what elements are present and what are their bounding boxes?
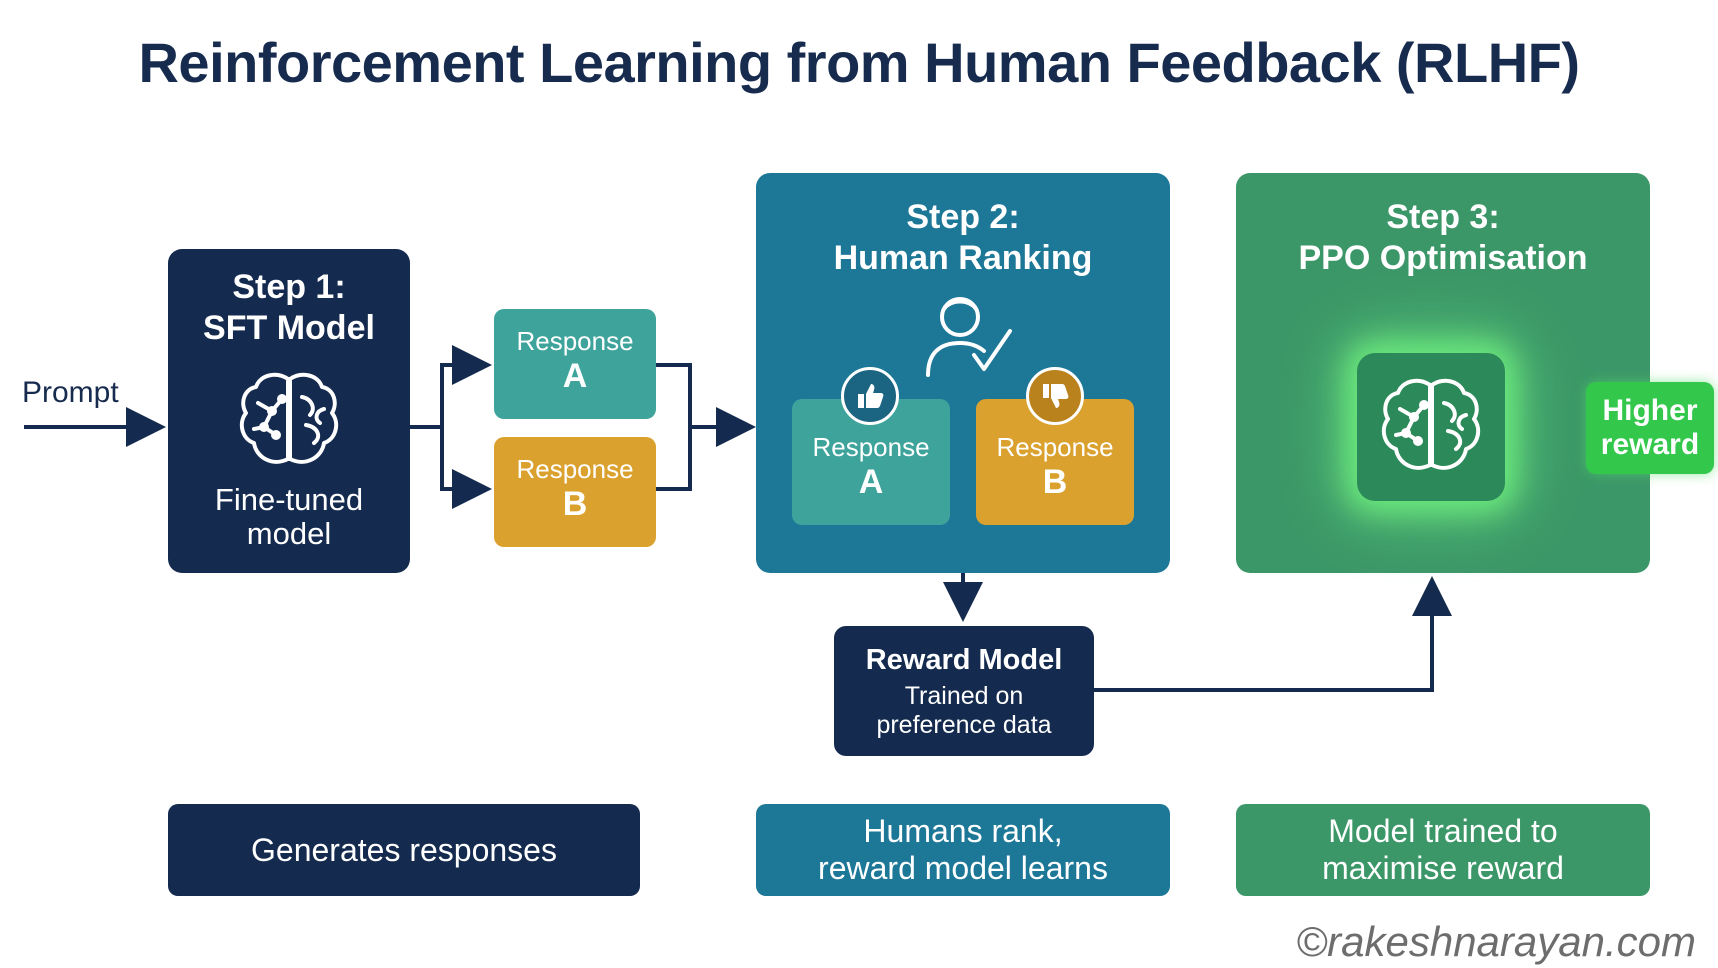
response-b-letter: B <box>562 484 588 523</box>
response-a-word: Response <box>516 326 634 356</box>
step2-line2: Human Ranking <box>833 239 1093 278</box>
thumbs-down-icon <box>1026 367 1084 425</box>
step1-caption-line2: model <box>246 516 332 552</box>
person-check-icon <box>926 297 1012 377</box>
merge-bracket <box>656 363 692 491</box>
step1-box: Step 1: SFT Model Fine-tuned model <box>168 249 410 573</box>
step2-response-b-word: Response <box>996 432 1114 462</box>
summary-step3: Model trained to maximise reward <box>1236 804 1650 896</box>
step2-response-a-word: Response <box>812 432 930 462</box>
page-title: Reinforcement Learning from Human Feedba… <box>138 31 1580 94</box>
summary-step2: Humans rank, reward model learns <box>756 804 1170 896</box>
response-a-letter: A <box>562 356 588 395</box>
summary-step1-text: Generates responses <box>251 831 557 868</box>
step3-line2: PPO Optimisation <box>1298 239 1588 278</box>
brain-icon <box>1381 378 1481 470</box>
brain-icon <box>239 372 339 464</box>
summary-step3-line2: maximise reward <box>1322 850 1564 886</box>
response-a-card: Response A <box>494 309 656 419</box>
reward-model-line2: preference data <box>876 710 1052 739</box>
arrow-to-response-a <box>410 345 492 429</box>
summary-step3-line1: Model trained to <box>1328 813 1558 850</box>
summary-step1: Generates responses <box>168 804 640 896</box>
glowing-model-tile <box>1357 353 1505 501</box>
reward-model-line1: Trained on <box>904 682 1024 710</box>
prompt-label: Prompt <box>22 376 119 409</box>
watermark: ©rakeshnarayan.com <box>1296 918 1696 965</box>
thumbs-up-icon <box>841 367 899 425</box>
step2-response-a-letter: A <box>858 462 884 501</box>
response-b-word: Response <box>516 454 634 484</box>
step2-response-b-letter: B <box>1042 462 1068 501</box>
higher-reward-badge: Higher reward <box>1586 382 1714 474</box>
arrow-to-step3 <box>1092 576 1452 692</box>
step3-line1: Step 3: <box>1386 198 1500 236</box>
summary-step2-line2: reward model learns <box>818 850 1108 886</box>
arrow-to-response-b <box>440 427 492 509</box>
step1-line1: Step 1: <box>232 268 346 306</box>
higher-reward-line1: Higher <box>1602 393 1698 427</box>
step2-line1: Step 2: <box>906 198 1020 236</box>
step1-caption-line1: Fine-tuned <box>214 482 364 517</box>
step1-line2: SFT Model <box>203 309 375 348</box>
reward-model-title: Reward Model <box>865 644 1063 676</box>
higher-reward-line2: reward <box>1600 428 1700 461</box>
response-b-card: Response B <box>494 437 656 547</box>
summary-step2-line1: Humans rank, <box>863 813 1063 850</box>
step2-box: Step 2: Human Ranking Response A Respons… <box>756 173 1170 573</box>
reward-model-box: Reward Model Trained on preference data <box>834 626 1094 756</box>
